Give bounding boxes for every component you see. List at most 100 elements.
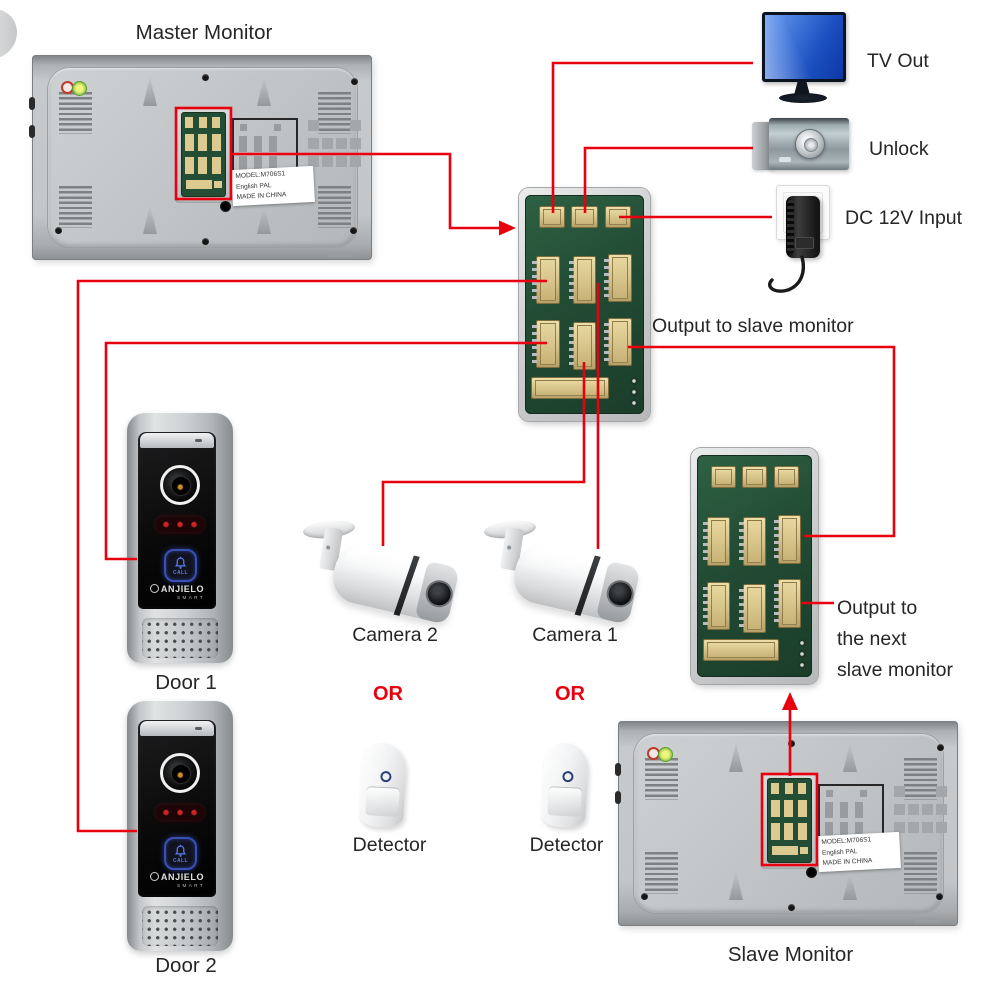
- background-artifact: [0, 9, 17, 59]
- detector-led-ring: [380, 770, 393, 783]
- lock-slot: [779, 157, 791, 162]
- detector-body: [540, 741, 590, 829]
- connector-large-5: [739, 583, 766, 633]
- camera1-label: Camera 1: [532, 624, 618, 646]
- terminal-block: [892, 784, 952, 840]
- output-to-next-line2: the next: [837, 628, 907, 650]
- camera-1-device: [479, 515, 641, 627]
- call-button-text: CALL: [173, 569, 188, 576]
- detector-body: [358, 741, 408, 829]
- call-button[interactable]: CALL: [164, 549, 197, 582]
- ir-led-strip: [156, 805, 204, 820]
- connector-small-2: [741, 466, 768, 489]
- monitor-side-button: [29, 97, 35, 110]
- model-label: MODEL:M706S1 English PAL MADE IN CHINA: [231, 165, 315, 206]
- screw: [202, 238, 209, 245]
- arrowhead-to-board: [499, 220, 516, 236]
- vent-grille: [318, 186, 351, 228]
- monitor-side-button: [615, 763, 621, 776]
- vent-grille: [59, 186, 92, 228]
- brand-logo: ANJIELO: [127, 872, 227, 882]
- detector-led-ring: [562, 770, 575, 783]
- unlock-label: Unlock: [869, 138, 929, 160]
- vent-grille: [59, 92, 92, 134]
- tv-stand-neck: [794, 82, 810, 95]
- tv-frame: [762, 12, 846, 82]
- detector-lens-panel: [365, 787, 400, 818]
- speaker-grille: [142, 906, 218, 946]
- screw: [350, 227, 357, 234]
- vent-grille: [645, 758, 678, 800]
- mic-hole: [195, 439, 202, 442]
- lock-knob: [795, 129, 825, 159]
- screw: [937, 744, 944, 751]
- master-monitor-device: MODEL:M706S1 English PAL MADE IN CHINA: [29, 55, 372, 260]
- logo-ring-icon: [149, 584, 159, 593]
- mount-holes: [630, 376, 639, 407]
- connector-spare: [604, 254, 633, 303]
- screw: [641, 893, 648, 900]
- monitor-connector-pcb: [181, 112, 226, 197]
- speaker-grille: [142, 618, 218, 658]
- mic-hole: [195, 727, 202, 730]
- case-notch: [914, 918, 940, 923]
- camera2-label: Camera 2: [352, 624, 438, 646]
- slave-monitor-title: Slave Monitor: [727, 943, 854, 966]
- door-camera-lens: [160, 465, 200, 505]
- lock-strike-bar: [752, 122, 773, 170]
- detector-left-device: [357, 741, 409, 831]
- door-camera-lens: [160, 753, 200, 793]
- tv-screen: [765, 15, 843, 79]
- brand-subname: SMART: [177, 883, 205, 888]
- electric-lock-icon: [752, 118, 850, 174]
- camera-hood: [523, 542, 612, 587]
- connector-strip: [530, 376, 610, 399]
- logo-ring-icon: [149, 872, 159, 881]
- connector-large-2: [739, 517, 766, 566]
- monitor-side-button: [29, 125, 35, 138]
- junction-board-main: [519, 188, 650, 421]
- connector-slave-in: [773, 514, 801, 564]
- connector-unlock: [571, 205, 598, 228]
- arrowhead-slave-up: [782, 692, 798, 710]
- screw: [936, 893, 943, 900]
- connector-tv: [539, 205, 566, 228]
- output-to-next-label: Output to the next slave monitor: [837, 593, 953, 686]
- master-monitor-title: Master Monitor: [135, 21, 273, 44]
- camera-body: [509, 540, 641, 625]
- detector-lens-panel: [547, 787, 582, 818]
- monitor-connector-pcb: [767, 778, 812, 863]
- adapter-label: [795, 237, 814, 249]
- lock-body: [769, 118, 849, 170]
- screw: [788, 904, 795, 911]
- connector-strip: [702, 639, 779, 662]
- mount-holes: [798, 639, 807, 670]
- screw: [351, 78, 358, 85]
- qc-sticker: [658, 747, 673, 762]
- brand-name: ANJIELO: [160, 872, 205, 882]
- power-adapter-icon: [776, 185, 834, 295]
- terminal-block: [306, 118, 366, 174]
- or-label-left: OR: [373, 683, 403, 705]
- door-station-1: CALL ANJIELO SMART: [127, 413, 233, 663]
- screw: [55, 227, 62, 234]
- model-label: MODEL:M706S1 English PAL MADE IN CHINA: [817, 831, 901, 872]
- connector-large-4: [703, 581, 731, 631]
- camera-hood: [342, 542, 431, 587]
- camera-2-device: [298, 515, 460, 627]
- connector-camera1: [568, 256, 597, 305]
- vent-grille: [645, 852, 678, 894]
- connector-camera2: [568, 322, 597, 371]
- tv-out-label: TV Out: [867, 50, 929, 72]
- slave-monitor-device: MODEL:M706S1 English PAL MADE IN CHINA: [615, 721, 958, 926]
- ir-led-strip: [156, 517, 204, 532]
- door2-label: Door 2: [155, 954, 217, 977]
- call-button[interactable]: CALL: [164, 837, 197, 870]
- door1-label: Door 1: [155, 671, 217, 694]
- brand-name: ANJIELO: [160, 584, 205, 594]
- screw: [788, 740, 795, 747]
- door-top-cap: [140, 433, 214, 448]
- board-pcb: [697, 455, 812, 677]
- brand-logo: ANJIELO: [127, 584, 227, 594]
- camera-body: [328, 540, 460, 625]
